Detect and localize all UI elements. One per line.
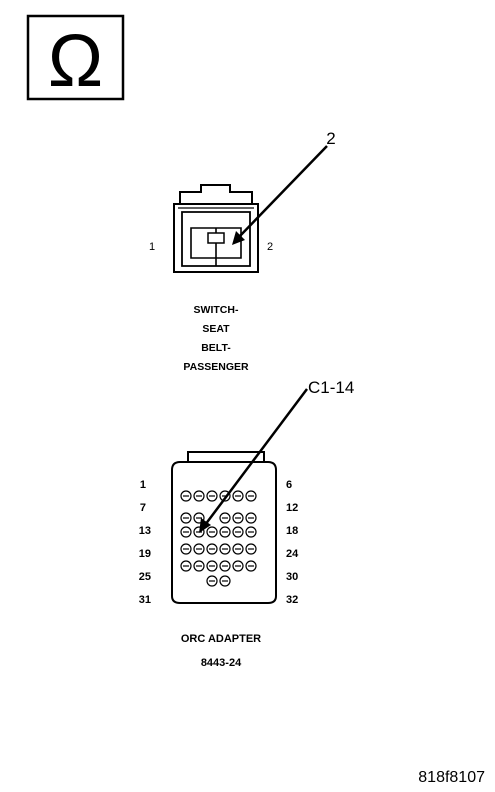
switch-pin-1-label: 1 [149,241,155,253]
orc-pin-cavity [232,512,244,524]
orc-pin-cavity [180,560,192,572]
orc-row-label-right-2: 12 [286,502,298,514]
orc-row-label-left-3: 13 [139,525,151,537]
orc-pin-cavity [180,490,192,502]
switch-name-line-1: SWITCH- [194,304,239,316]
orc-pin-cavity [193,560,205,572]
callout-2-arrow [232,145,328,245]
orc-pin-cavity [180,526,192,538]
orc-pin-cavity [245,490,257,502]
orc-row-label-left-5: 25 [139,571,151,583]
orc-row-label-right-1: 6 [286,479,292,491]
orc-name-line-2: 8443-24 [201,657,242,669]
orc-pin-cavity [206,543,218,555]
orc-pin-cavity [219,543,231,555]
orc-pin-cavity [180,543,192,555]
orc-pin-cavity [245,526,257,538]
orc-row-label-left-2: 7 [140,502,146,514]
orc-adapter-connector [171,451,277,604]
orc-row-label-right-5: 30 [286,571,298,583]
orc-pin-cavity [193,490,205,502]
orc-pin-cavity [206,560,218,572]
orc-row-label-right-3: 18 [286,525,298,537]
switch-name-line-2: SEAT [202,323,230,335]
orc-pin-cavity [232,526,244,538]
orc-row-label-left-4: 19 [139,548,151,560]
orc-row-label-left-6: 31 [139,594,151,606]
orc-pin-cavity [206,490,218,502]
orc-pin-cavity [193,543,205,555]
ohmmeter-icon: Ω [26,14,125,102]
orc-row-label-right-4: 24 [286,548,299,560]
callout-c1-14-arrow [199,388,308,533]
orc-pin-cavity [219,512,231,524]
orc-pin-cavity [219,560,231,572]
orc-pin-cavity [206,526,218,538]
orc-pin-cavity [245,543,257,555]
seat-belt-switch-connector [173,184,259,273]
orc-pin-cavity [180,512,192,524]
callout-2-label: 2 [326,129,335,148]
ohm-symbol: Ω [48,19,103,102]
orc-row-label-left-1: 1 [140,479,146,491]
orc-pin-cavity [232,490,244,502]
switch-pin-2-label: 2 [267,241,273,253]
switch-name-line-4: PASSENGER [183,361,249,373]
orc-row-label-right-6: 32 [286,594,298,606]
orc-pin-cavity [245,560,257,572]
orc-name-line-1: ORC ADAPTER [181,633,261,645]
orc-pin-cavity [219,526,231,538]
switch-name-line-3: BELT- [201,342,231,354]
figure-id: 818f8107 [418,769,485,786]
orc-pin-cavity [232,543,244,555]
orc-pin-cavity [245,512,257,524]
orc-pin-cavity [232,560,244,572]
orc-pin-cavity [206,575,218,587]
callout-c1-14-label: C1-14 [308,378,354,397]
orc-pin-cavity [219,575,231,587]
